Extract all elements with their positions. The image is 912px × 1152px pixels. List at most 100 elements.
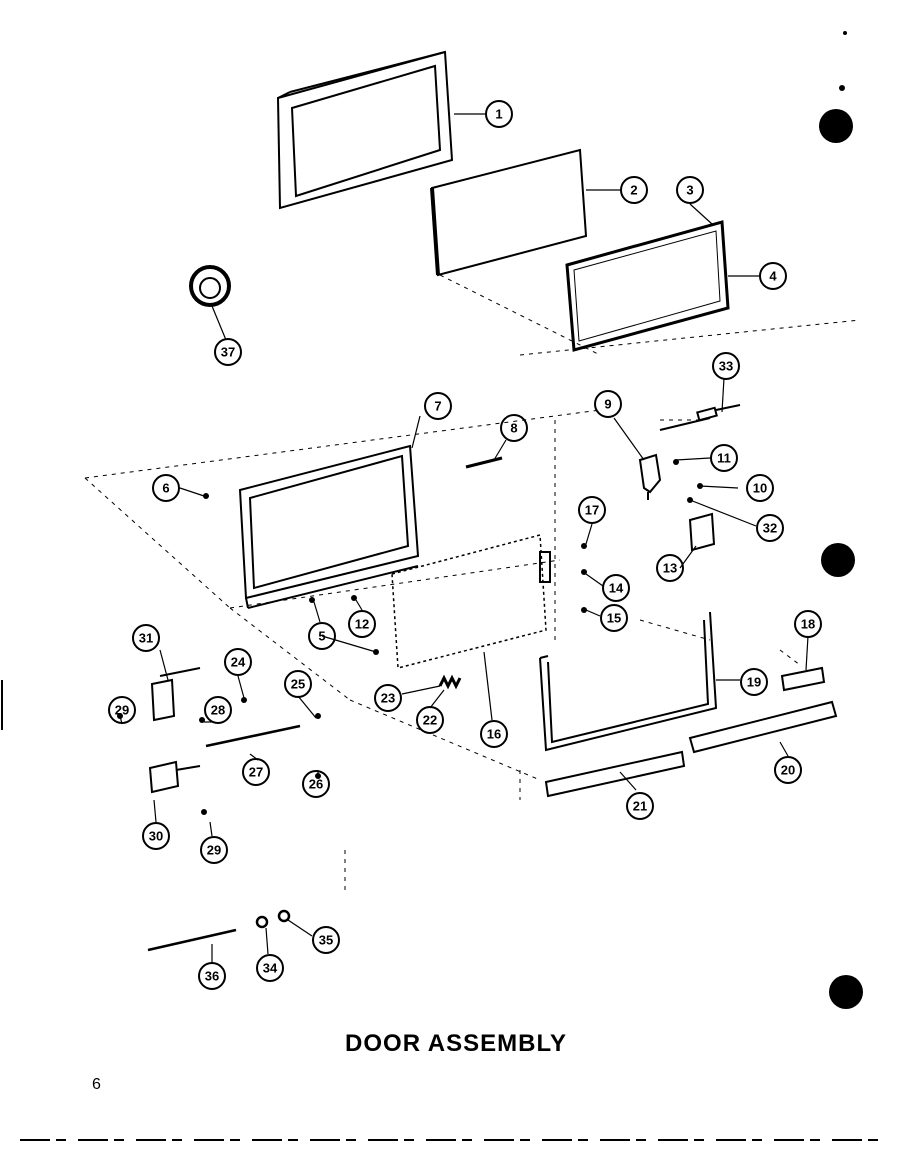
svg-text:9: 9 xyxy=(604,397,611,412)
callout-9: 9 xyxy=(594,390,622,418)
leader-lines xyxy=(119,113,809,962)
part-36-rod xyxy=(147,928,237,952)
svg-text:24: 24 xyxy=(231,655,246,670)
scan-edge-noise xyxy=(1,680,880,1141)
callout-1: 1 xyxy=(485,100,513,128)
svg-text:37: 37 xyxy=(221,345,235,360)
callout-18: 18 xyxy=(794,610,822,638)
svg-text:16: 16 xyxy=(487,727,501,742)
callout-26: 26 xyxy=(302,770,330,798)
svg-text:18: 18 xyxy=(801,617,815,632)
part-7-door-frame xyxy=(238,444,420,609)
callout-3: 3 xyxy=(676,176,704,204)
callout-13: 13 xyxy=(656,554,684,582)
part-18-handle xyxy=(780,666,826,692)
part-1-top-frame xyxy=(276,50,454,210)
callout-20: 20 xyxy=(774,756,802,784)
svg-text:29: 29 xyxy=(115,703,129,718)
callout-11: 11 xyxy=(710,444,738,472)
callout-16: 16 xyxy=(480,720,508,748)
callout-24: 24 xyxy=(224,648,252,676)
part-22-spring xyxy=(438,674,462,690)
callout-14: 14 xyxy=(602,574,630,602)
callout-30: 30 xyxy=(142,822,170,850)
svg-text:8: 8 xyxy=(510,421,517,436)
callouts: 1 2 3 4 5 6 7 8 9 10 11 12 13 14 15 16 1… xyxy=(108,100,822,990)
callout-21: 21 xyxy=(626,792,654,820)
callout-37: 37 xyxy=(214,338,242,366)
binder-holes xyxy=(819,31,863,1009)
callout-27: 27 xyxy=(242,758,270,786)
svg-text:4: 4 xyxy=(769,269,777,284)
callout-17: 17 xyxy=(578,496,606,524)
svg-text:29: 29 xyxy=(207,843,221,858)
part-37-seal xyxy=(189,265,231,307)
svg-text:2: 2 xyxy=(630,183,637,198)
callout-28: 28 xyxy=(204,696,232,724)
assembly-guide-lines xyxy=(84,274,861,890)
callout-12: 12 xyxy=(348,610,376,638)
callout-23: 23 xyxy=(374,684,402,712)
callout-6: 6 xyxy=(152,474,180,502)
part-3-4-glass-panel xyxy=(565,220,730,352)
svg-text:22: 22 xyxy=(423,713,437,728)
callout-4: 4 xyxy=(759,262,787,290)
svg-text:36: 36 xyxy=(205,969,219,984)
callout-29-upper: 29 xyxy=(108,696,136,724)
part-31-hinge-bracket xyxy=(150,667,201,722)
svg-text:6: 6 xyxy=(162,481,169,496)
svg-text:14: 14 xyxy=(609,581,624,596)
svg-text:26: 26 xyxy=(309,777,323,792)
callout-22: 22 xyxy=(416,706,444,734)
callout-29-lower: 29 xyxy=(200,836,228,864)
callout-2: 2 xyxy=(620,176,648,204)
callout-32: 32 xyxy=(756,514,784,542)
svg-text:7: 7 xyxy=(434,399,441,414)
callout-8: 8 xyxy=(500,414,528,442)
svg-text:20: 20 xyxy=(781,763,795,778)
svg-text:13: 13 xyxy=(663,561,677,576)
svg-text:28: 28 xyxy=(211,703,225,718)
callout-34: 34 xyxy=(256,954,284,982)
callout-35: 35 xyxy=(312,926,340,954)
part-19-lower-frame xyxy=(539,611,718,752)
page-number: 6 xyxy=(92,1076,101,1093)
svg-text:5: 5 xyxy=(318,629,325,644)
svg-text:12: 12 xyxy=(355,617,369,632)
svg-text:19: 19 xyxy=(747,675,761,690)
callout-5: 5 xyxy=(308,622,336,650)
callout-15: 15 xyxy=(600,604,628,632)
svg-text:23: 23 xyxy=(381,691,395,706)
callout-19: 19 xyxy=(740,668,768,696)
part-27-rod xyxy=(205,724,301,748)
part-8-latch xyxy=(465,456,503,469)
svg-text:33: 33 xyxy=(719,359,733,374)
svg-text:17: 17 xyxy=(585,503,599,518)
svg-text:30: 30 xyxy=(149,829,163,844)
part-30-hinge-bracket xyxy=(148,760,201,794)
svg-text:11: 11 xyxy=(717,451,731,466)
svg-text:35: 35 xyxy=(319,933,333,948)
part-20-bottom-trim xyxy=(688,700,838,754)
part-13-bracket xyxy=(688,512,716,552)
fasteners xyxy=(117,459,703,815)
svg-text:31: 31 xyxy=(139,631,153,646)
callout-25: 25 xyxy=(284,670,312,698)
part-16-bracket xyxy=(539,551,551,583)
part-2-back-panel xyxy=(430,148,588,277)
callout-36: 36 xyxy=(198,962,226,990)
part-21-kick-plate xyxy=(544,750,686,798)
svg-text:1: 1 xyxy=(495,107,502,122)
svg-text:25: 25 xyxy=(291,677,305,692)
svg-text:15: 15 xyxy=(607,611,621,626)
svg-text:32: 32 xyxy=(763,521,777,536)
part-34-35-washers xyxy=(255,909,291,929)
svg-text:10: 10 xyxy=(753,481,767,496)
svg-text:34: 34 xyxy=(263,961,278,976)
callout-33: 33 xyxy=(712,352,740,380)
page-title: DOOR ASSEMBLY xyxy=(345,1030,567,1057)
callout-31: 31 xyxy=(132,624,160,652)
callout-7: 7 xyxy=(424,392,452,420)
callout-10: 10 xyxy=(746,474,774,502)
